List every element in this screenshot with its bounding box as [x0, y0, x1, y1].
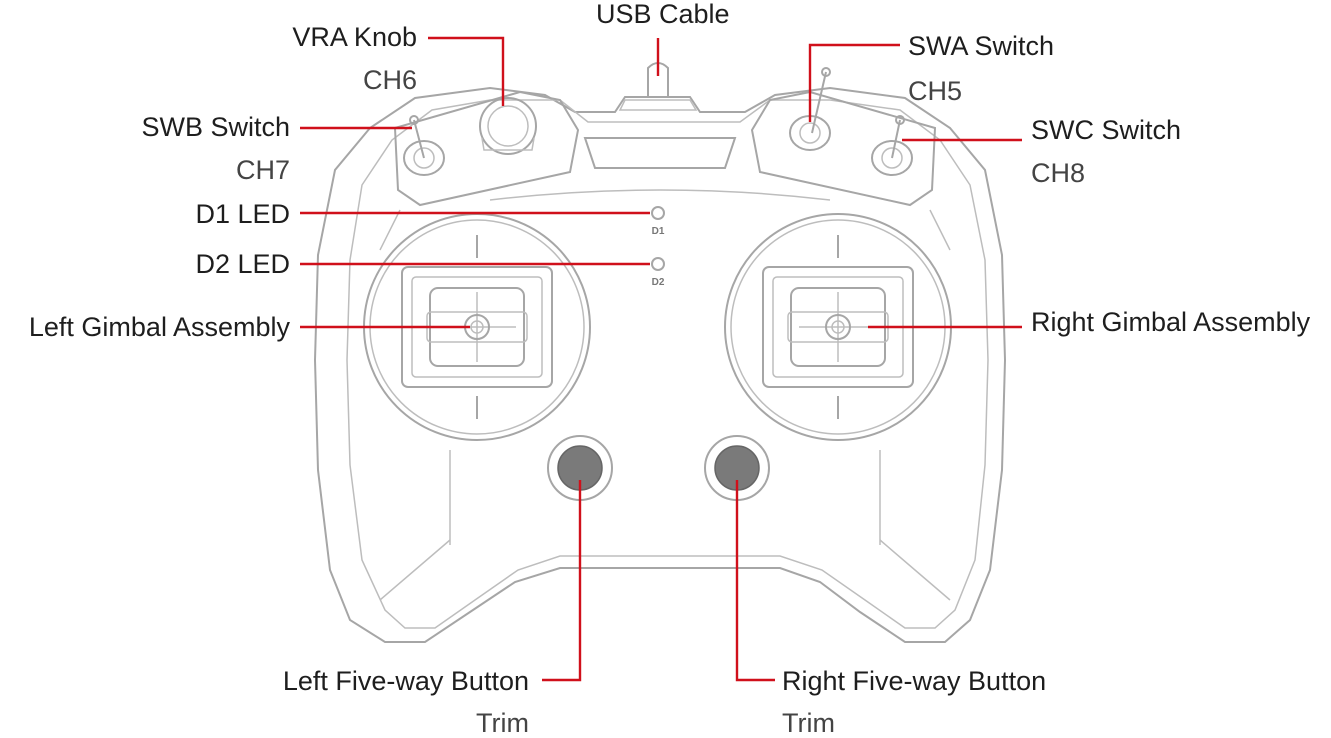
swa-channel-label: CH5 [908, 76, 963, 106]
right-five-way-function-label: Trim [782, 708, 835, 738]
right-five-way-button-label: Right Five-way Button [782, 666, 1047, 696]
swc-switch-label: SWC Switch [1031, 115, 1182, 145]
right-shoulder-panel [750, 90, 937, 207]
left-shoulder-panel [393, 90, 580, 207]
swa-leader-line [808, 43, 900, 122]
swb-switch-label: SWB Switch [141, 112, 290, 142]
swc-channel-label: CH8 [1031, 158, 1086, 188]
display-window [583, 137, 737, 169]
d1-led-label: D1 LED [195, 199, 290, 229]
right-gimbal-label: Right Gimbal Assembly [1031, 307, 1311, 337]
swb-channel-label: CH7 [235, 155, 290, 185]
left-five-way-function-label: Trim [476, 708, 529, 738]
controller-body [313, 86, 1007, 643]
usb-cable-label: USB Cable [596, 0, 730, 29]
left-five-way-button-label: Left Five-way Button [282, 666, 529, 696]
d2-led-mark: D2 [652, 277, 665, 288]
vra-leader-line [428, 36, 505, 106]
d2-led [651, 257, 665, 271]
swb-switch [403, 115, 445, 176]
swa-switch-label: SWA Switch [908, 31, 1055, 61]
left-button-leader-line [542, 480, 582, 682]
swc-switch [871, 115, 913, 176]
d1-led-mark: D1 [652, 226, 665, 237]
left-gimbal-label: Left Gimbal Assembly [28, 312, 290, 342]
vra-knob [479, 97, 537, 155]
right-button-leader-line [735, 480, 775, 682]
vra-channel-label: CH6 [362, 65, 417, 95]
d1-led [651, 206, 665, 220]
left-five-way-button [547, 435, 613, 501]
vra-knob-label: VRA Knob [292, 22, 417, 52]
d2-led-label: D2 LED [195, 249, 290, 279]
